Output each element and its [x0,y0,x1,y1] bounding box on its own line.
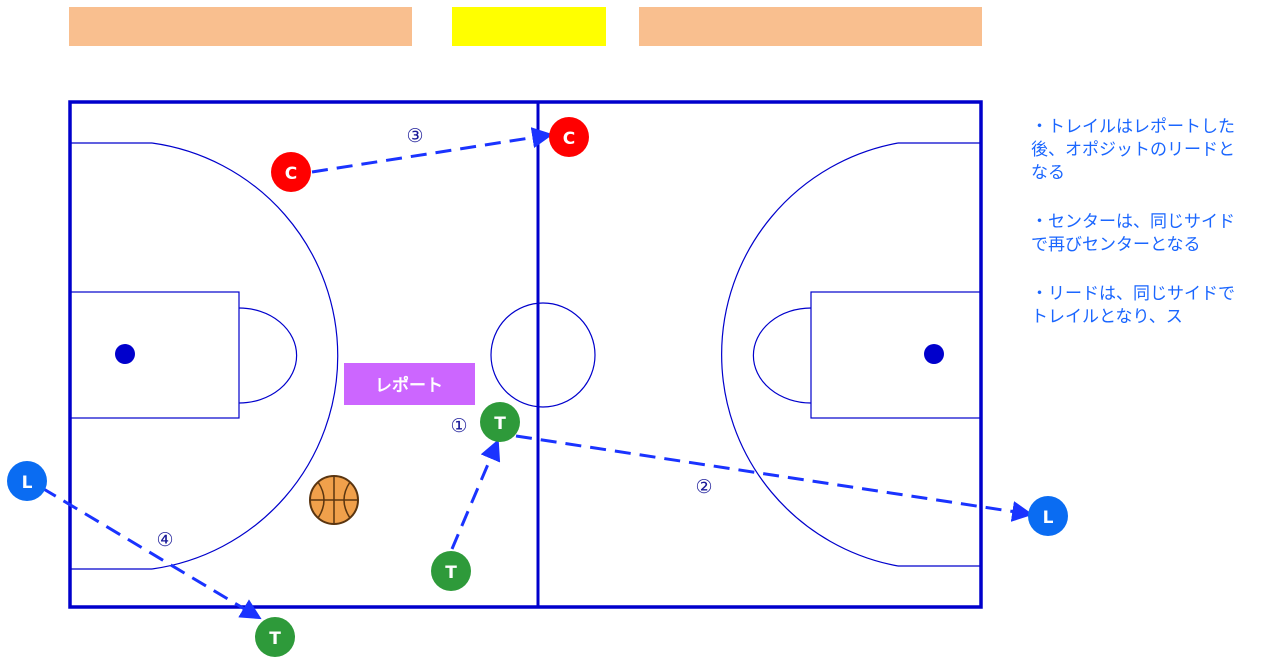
rotation-arrows [42,135,1029,617]
step4-label: ④ [156,529,173,551]
court-boundary [70,102,981,607]
report-box: レポート [344,363,475,405]
arrow-step2 [516,436,1029,514]
arrow-step3 [312,135,549,172]
svg-text:C: C [285,164,297,184]
left-free-throw-lane [70,292,239,418]
right-three-point-arc [722,143,898,566]
right-free-throw-lane [811,292,981,418]
left-basket [115,344,135,364]
lead-official-start-marker: L [7,461,47,501]
svg-text:C: C [563,129,575,149]
note-center: ・センターは、同じサイドで再びセンターとなる [1031,211,1241,257]
step2-label: ② [695,476,712,498]
step-labels: ③ ① ② ④ [156,125,712,551]
note-trail: ・トレイルはレポートした後、オポジットのリードとなる [1031,116,1241,185]
center-official-start-marker: C [271,152,311,192]
step1-label: ① [450,415,467,437]
svg-text:T: T [269,629,281,649]
center-official-end-marker: C [549,117,589,157]
trail-official-mid-marker: T [480,402,520,442]
court-lines [70,102,981,607]
note-lead: ・リードは、同じサイドでトレイルとなり、ス [1031,283,1241,329]
basketball-icon [310,476,358,524]
svg-text:L: L [1043,508,1054,528]
right-basket [924,344,944,364]
center-circle [491,303,595,407]
svg-text:T: T [445,563,457,583]
lead-official-end-marker: L [1028,496,1068,536]
trail-official-end-marker: T [255,617,295,657]
trail-official-start-marker: T [431,551,471,591]
rotation-notes: ・トレイルはレポートした後、オポジットのリードとなる ・センターは、同じサイドで… [1031,116,1241,355]
svg-text:T: T [494,414,506,434]
svg-text:L: L [22,473,33,493]
right-free-throw-circle [753,308,811,403]
arrow-step1 [452,443,497,549]
left-free-throw-circle [239,308,297,403]
step3-label: ③ [406,125,423,147]
arrow-step4 [42,488,258,617]
report-label: レポート [375,375,443,396]
